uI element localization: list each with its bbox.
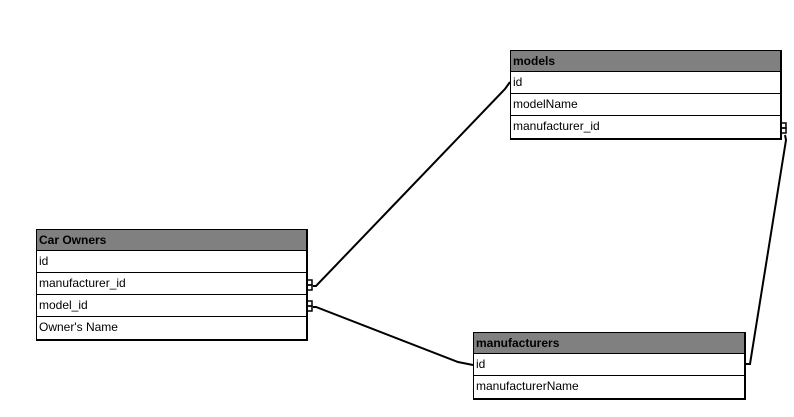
field-row: id [37, 251, 306, 273]
field-row: modelName [511, 94, 780, 116]
table-title: Car Owners [37, 230, 306, 251]
table-title: models [511, 51, 780, 72]
field-row: manufacturer_id [513, 119, 600, 133]
field-row: id [474, 354, 744, 376]
relationship-line [313, 306, 474, 366]
field-row: Owner's Name [39, 320, 118, 334]
relationship-line [745, 134, 788, 365]
field-row: manufacturerName [476, 379, 579, 393]
field-row: id [511, 72, 780, 94]
field-row: manufacturer_id [37, 273, 306, 295]
field-row: model_id [37, 295, 306, 317]
relationship-line [313, 81, 511, 287]
table-title: manufacturers [474, 333, 744, 354]
table-manufacturers[interactable]: manufacturers id manufacturerName [473, 332, 746, 400]
table-car-owners[interactable]: Car Owners id manufacturer_id model_id O… [36, 229, 308, 341]
table-models[interactable]: models id modelName manufacturer_id [510, 50, 782, 140]
